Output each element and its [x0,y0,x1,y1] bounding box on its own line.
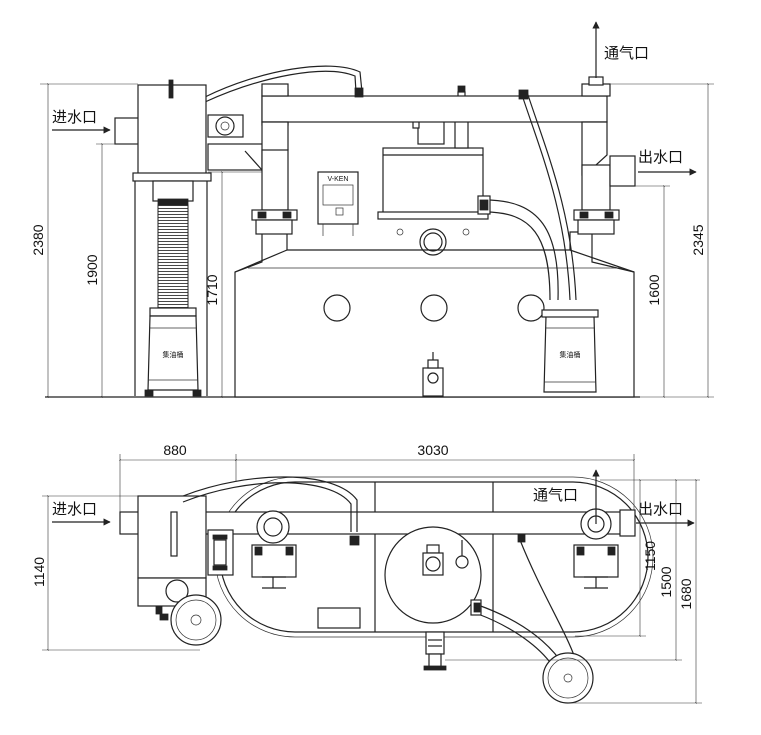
inlet-valve [215,116,235,136]
inlet-stub [114,117,141,145]
inlet-separator-box [137,84,207,178]
control-box-top [317,607,361,629]
lid-box [382,147,484,219]
inlet-hose [204,65,363,98]
drain-hose [520,91,571,301]
inlet-label-front: 进水口 [52,109,97,126]
outlet-stub [609,155,636,187]
porthole [323,294,351,322]
right-downpipe [581,164,611,211]
porthole [420,294,448,322]
drain-valve [422,367,444,397]
front-view: V-KEN [30,21,714,399]
oil-bucket-right-label: 集油桶 [560,350,581,359]
drain-valve-top [425,631,445,655]
top-manifold [261,95,608,123]
dim-880: 880 [163,442,187,458]
outlet-label-top: 出水口 [638,501,683,518]
dim-1710: 1710 [204,274,220,305]
vent-label-front: 通气口 [604,45,649,62]
filter-clamp [157,198,189,206]
top-dimensions: 880 3030 1140 1150 1500 1680 [31,442,702,705]
dim-1900: 1900 [84,254,100,285]
dim-1500: 1500 [658,566,674,597]
left-valve-top [256,510,290,544]
oil-transfer-hose [484,199,559,301]
oil-bucket-left-label: 集油桶 [163,350,184,359]
dim-1150: 1150 [642,541,658,571]
inlet-label-top: 进水口 [52,501,97,518]
dim-2380: 2380 [30,224,46,255]
oil-bucket-top-right [542,652,594,704]
filter-bellows [157,204,189,311]
outlet-label-front: 出水口 [638,149,683,166]
dim-1140: 1140 [31,557,47,587]
inlet-pipe [207,143,267,171]
control-box-brand: V-KEN [327,176,348,183]
oil-bucket-top-left [170,594,222,646]
left-downpipe [261,149,289,211]
oil-hose-top [477,604,561,661]
front-dimensions: 2380 1900 1710 2345 1600 [30,82,714,399]
dim-2345: 2345 [690,224,706,255]
dim-3030: 3030 [417,442,448,458]
inlet-box-top [137,495,207,579]
top-view: 通气口 进水口 出水口 880 3030 1140 1150 150 [31,442,702,705]
vent-label-top: 通气口 [533,487,578,504]
inlet-hose-top [182,476,358,532]
dim-1680: 1680 [678,578,694,609]
top-port [419,228,447,256]
dim-1600: 1600 [646,274,662,305]
porthole [517,294,545,322]
